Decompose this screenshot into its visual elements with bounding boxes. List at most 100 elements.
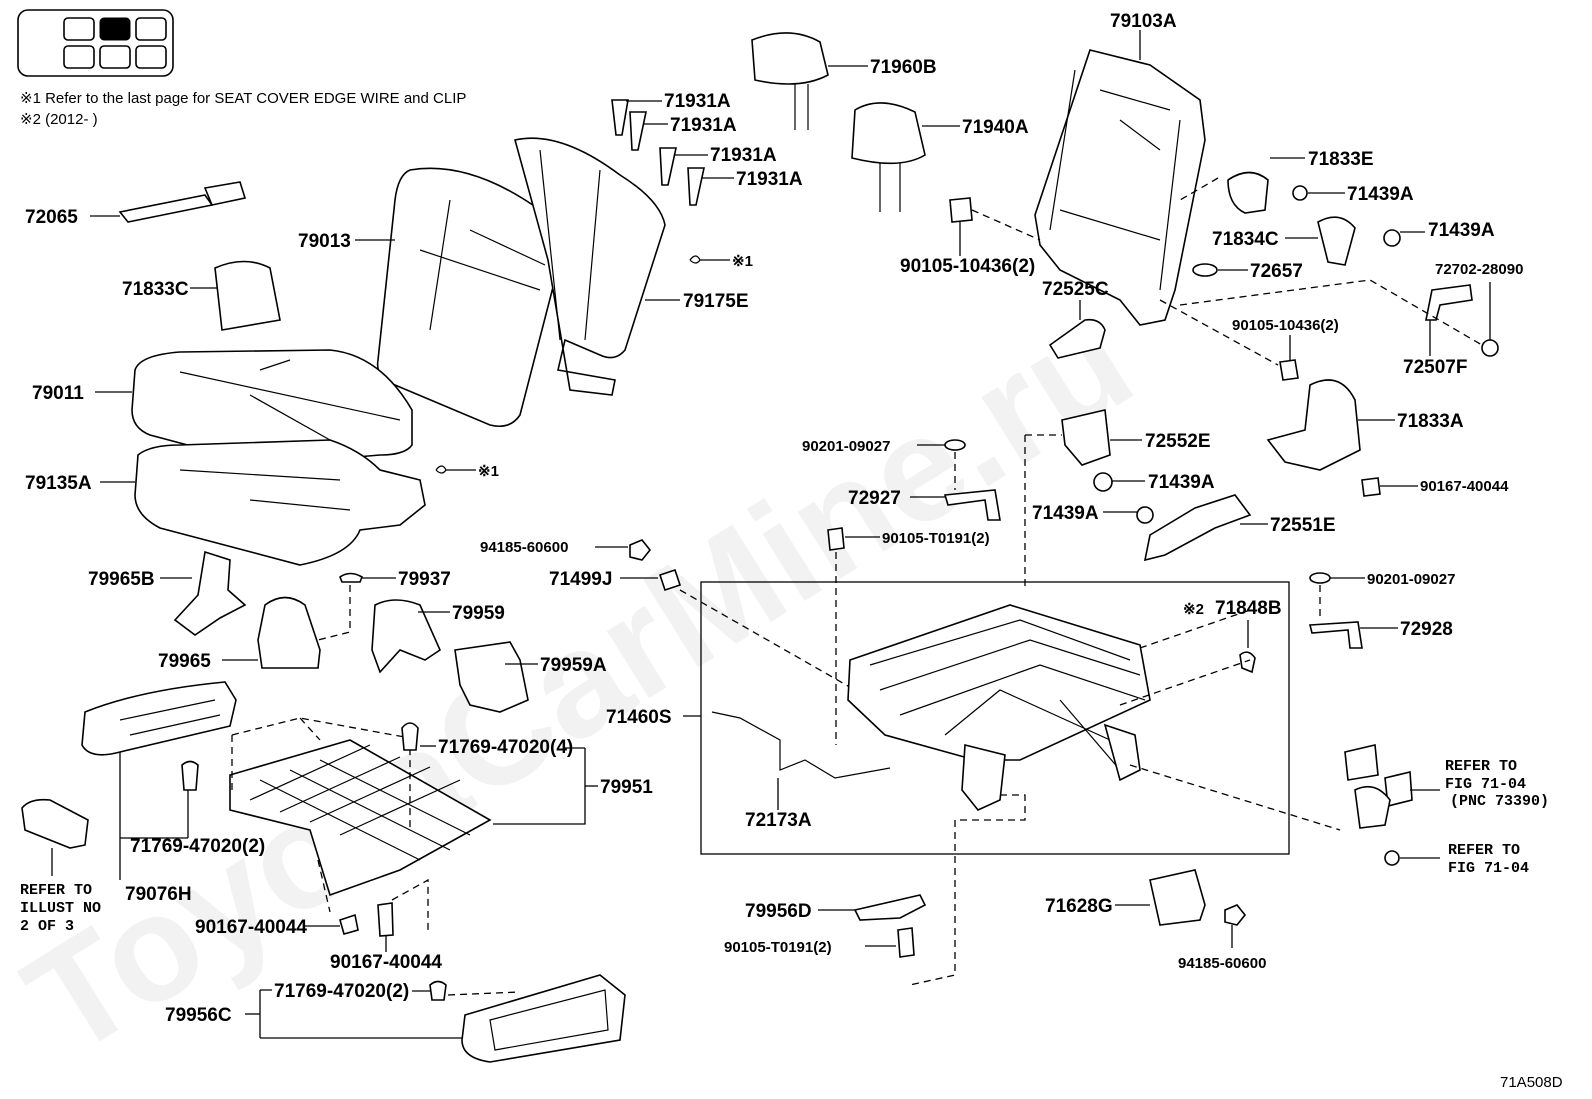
label-79956C: 79956C xyxy=(165,1005,232,1026)
label-71439A-3: 71439A xyxy=(1148,472,1215,493)
label-71769-47020-2-bottom: 71769-47020(2) xyxy=(274,981,409,1002)
label-72551E: 72551E xyxy=(1270,515,1336,536)
label-90167-40044-b: 90167-40044 xyxy=(330,952,442,973)
part-71439A-clip-3-drawing xyxy=(1093,472,1113,492)
note-model-year: ※2 (2012- ) xyxy=(20,111,98,128)
label-72173A: 72173A xyxy=(745,810,812,831)
label-71833C: 71833C xyxy=(122,279,189,300)
label-79937: 79937 xyxy=(398,569,451,590)
part-79937-drawing xyxy=(339,572,363,583)
part-71833A-drawing xyxy=(1266,379,1361,471)
part-71769-clip-drawing xyxy=(181,760,199,791)
part-seat-belt-buckle-drawing xyxy=(1344,744,1413,829)
label-72507F: 72507F xyxy=(1403,357,1467,378)
note-edge-wire: ※1 Refer to the last page for SEAT COVER… xyxy=(20,90,466,107)
part-79951-seat-pan-drawing xyxy=(229,739,492,897)
part-72657-drawing xyxy=(1192,263,1218,277)
part-79959-drawing xyxy=(371,599,442,674)
label-71931A-2: 71931A xyxy=(670,115,737,136)
label-72552E: 72552E xyxy=(1145,431,1211,452)
mark-note2: ※2 xyxy=(1183,601,1204,618)
part-90167-screw-a-drawing xyxy=(339,913,359,935)
ref-illust-line1: REFER TO xyxy=(20,882,92,899)
label-71769-47020-2-lower: 71769-47020(2) xyxy=(130,836,265,857)
label-79959A: 79959A xyxy=(540,655,607,676)
label-79965B: 79965B xyxy=(88,569,155,590)
label-79013: 79013 xyxy=(298,231,351,252)
label-71960B: 71960B xyxy=(870,57,937,78)
label-90105-T0191-a: 90105-T0191(2) xyxy=(882,530,990,547)
part-72927-bracket-drawing xyxy=(943,489,1001,521)
figure-code: 71A508D xyxy=(1500,1074,1563,1091)
part-90105-T0191-bolt-upper-drawing xyxy=(827,527,845,551)
part-90167-screw-b-drawing xyxy=(377,902,394,937)
part-71960B-headrest-drawing xyxy=(751,32,829,130)
part-72552E-drawing xyxy=(1061,409,1111,466)
ref-fig-a-line2: FIG 71-04 xyxy=(1445,776,1526,793)
part-72928-bracket-drawing xyxy=(1308,621,1363,649)
part-71931A-pins-drawing xyxy=(611,99,705,206)
label-79076H: 79076H xyxy=(125,884,192,905)
label-71439A-4: 71439A xyxy=(1032,503,1099,524)
ref-fig-a-line3: (PNC 73390) xyxy=(1450,793,1549,810)
label-90105-10436-b: 90105-10436(2) xyxy=(1232,317,1339,334)
part-79076H-side-shield-drawing xyxy=(81,681,237,756)
ref-illust-line3: 2 OF 3 xyxy=(20,918,74,935)
label-71834C: 71834C xyxy=(1212,229,1279,250)
label-72525C: 72525C xyxy=(1042,279,1109,300)
part-armrest-cap-drawing xyxy=(21,798,89,849)
label-90201-09027-a: 90201-09027 xyxy=(802,438,890,455)
part-71833E-drawing xyxy=(1227,171,1269,214)
part-90105-10436-bolt-upper-drawing xyxy=(949,197,973,223)
part-71833C-drawing xyxy=(214,260,281,331)
ref-fig-a-line1: REFER TO xyxy=(1445,758,1517,775)
part-79956D-drawing xyxy=(853,894,927,921)
part-94185-60600-nut-upper-drawing xyxy=(629,539,652,561)
mark-note1-upper: ※1 xyxy=(732,253,753,270)
label-90167-40044-right: 90167-40044 xyxy=(1420,478,1509,495)
part-71628G-drawing xyxy=(1149,869,1206,926)
label-71628G: 71628G xyxy=(1045,896,1113,917)
ref-illust-line2: ILLUST NO xyxy=(20,900,101,917)
part-90201-09027-washer-upper-drawing xyxy=(944,439,966,451)
label-94185-60600-a: 94185-60600 xyxy=(480,539,568,556)
label-71931A-1: 71931A xyxy=(664,91,731,112)
part-94185-60600-nut-lower-drawing xyxy=(1224,904,1247,926)
part-90105-10436-bolt-lower-drawing xyxy=(1279,359,1299,381)
label-79956D: 79956D xyxy=(745,901,812,922)
part-72173A-wire-drawing xyxy=(711,711,891,779)
label-71833A: 71833A xyxy=(1397,411,1464,432)
label-90201-09027-b: 90201-09027 xyxy=(1367,571,1455,588)
label-71848B: 71848B xyxy=(1215,598,1282,619)
label-71439A-1: 71439A xyxy=(1347,184,1414,205)
label-79135A: 79135A xyxy=(25,473,92,494)
label-71833E: 71833E xyxy=(1308,149,1374,170)
part-79175E-seatback-pad-drawing xyxy=(514,137,666,396)
label-79951: 79951 xyxy=(600,777,653,798)
part-90105-T0191-bolt-lower-drawing xyxy=(897,927,915,958)
label-72928: 72928 xyxy=(1400,619,1453,640)
label-79011: 79011 xyxy=(32,383,84,404)
part-79965B-drawing xyxy=(173,550,247,636)
part-71439A-clip-2-drawing xyxy=(1383,229,1401,247)
part-71499J-drawing xyxy=(658,568,682,592)
ref-fig-b-line2: FIG 71-04 xyxy=(1448,860,1529,877)
ref-fig-b-line1: REFER TO xyxy=(1448,842,1520,859)
label-79959: 79959 xyxy=(452,603,505,624)
label-72065: 72065 xyxy=(25,207,78,228)
part-71439A-clip-4-drawing xyxy=(1136,506,1154,524)
label-79103A: 79103A xyxy=(1110,11,1177,32)
seat-track-group-box xyxy=(700,581,1290,855)
part-71848B-drawing xyxy=(1239,651,1256,674)
part-71769-47020-clip-upper-drawing xyxy=(401,722,419,751)
part-72551E-drawing xyxy=(1143,494,1252,562)
label-90105-T0191-b: 90105-T0191(2) xyxy=(724,939,832,956)
label-72927: 72927 xyxy=(848,488,901,509)
label-71769-47020-4: 71769-47020(4) xyxy=(438,737,573,758)
part-buckle-nut-drawing xyxy=(1384,850,1400,866)
label-72657: 72657 xyxy=(1250,261,1303,282)
part-90167-40044-screw-right-drawing xyxy=(1361,477,1381,497)
part-90201-09027-washer-right-drawing xyxy=(1309,572,1331,584)
part-79959A-drawing xyxy=(454,641,529,713)
